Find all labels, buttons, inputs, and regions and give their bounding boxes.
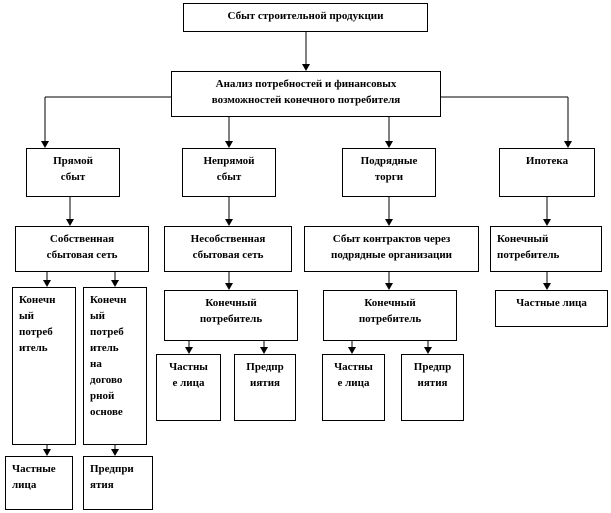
arrowhead	[225, 219, 233, 226]
indirect-end-consumer-node: Конечный потребитель	[164, 290, 298, 341]
arrowhead	[260, 347, 268, 354]
indirect-enterprises-node: Предпр иятия	[234, 354, 296, 421]
arrowhead	[424, 347, 432, 354]
indirect-private-node: Частны е лица	[156, 354, 221, 421]
arrowhead	[385, 141, 393, 148]
arrowhead	[43, 449, 51, 456]
arrowhead	[385, 219, 393, 226]
direct-sales-node: Прямой сбыт	[26, 148, 120, 197]
arrowhead	[41, 141, 49, 148]
contract-private-node: Частны е лица	[322, 354, 385, 421]
own-private-node: Частные лица	[5, 456, 73, 510]
arrowhead	[111, 449, 119, 456]
arrowhead	[185, 347, 193, 354]
arrowhead	[564, 141, 572, 148]
own-contract-consumer-node: Конечн ый потреб итель на догово рной ос…	[83, 287, 147, 445]
contracts-via-orgs-node: Сбыт контрактов через подрядные организа…	[304, 226, 479, 272]
arrowhead	[225, 283, 233, 290]
indirect-sales-node: Непрямой сбыт	[182, 148, 276, 197]
mortgage-node: Ипотека	[499, 148, 595, 197]
own-network-node: Собственная сбытовая сеть	[15, 226, 149, 272]
arrowhead	[111, 280, 119, 287]
mortgage-private-node: Частные лица	[495, 290, 608, 327]
arrowhead	[543, 283, 551, 290]
arrowhead	[543, 219, 551, 226]
arrowhead	[225, 141, 233, 148]
own-end-consumer-node: Конечн ый потреб итель	[12, 287, 76, 445]
contract-enterprises-node: Предпр иятия	[401, 354, 464, 421]
root-node: Сбыт строительной продукции	[183, 3, 428, 32]
arrowhead	[348, 347, 356, 354]
arrowhead	[302, 64, 310, 71]
own-enterprises-node: Предпри ятия	[83, 456, 153, 510]
contract-end-consumer-node: Конечный потребитель	[323, 290, 457, 341]
arrowhead	[66, 219, 74, 226]
analysis-node: Анализ потребностей и финансовых возможн…	[171, 71, 441, 117]
mortgage-end-consumer-node: Конечный потребитель	[490, 226, 602, 272]
contract-bids-node: Подрядные торги	[342, 148, 436, 197]
non-own-network-node: Несобственная сбытовая сеть	[164, 226, 292, 272]
arrowhead	[385, 283, 393, 290]
arrowhead	[43, 280, 51, 287]
